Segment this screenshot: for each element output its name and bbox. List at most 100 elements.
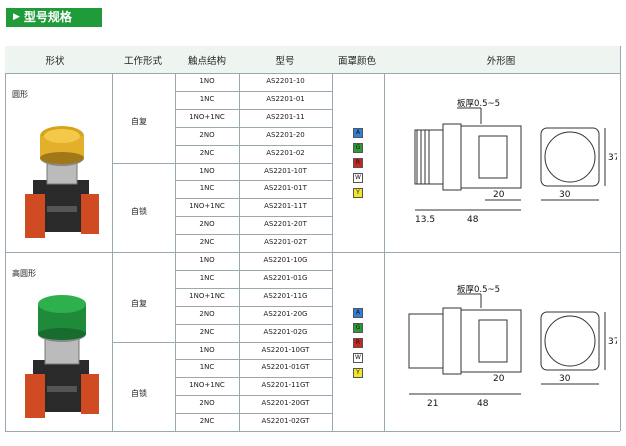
- row-divider: [175, 413, 332, 415]
- model-cell: AS2201-10T: [264, 166, 307, 175]
- dim-height: 37: [608, 153, 617, 163]
- contact-cell: 2NC: [199, 417, 215, 426]
- contact-cell: 1NO+1NC: [189, 202, 225, 211]
- model-cell: AS2201-11G: [263, 291, 308, 300]
- row-divider: [175, 305, 332, 307]
- model-cell: AS2201-01G: [263, 273, 308, 282]
- mode-label: 自复: [131, 299, 147, 308]
- header-contacts: 触点结构: [187, 56, 227, 67]
- contact-cell: 1NO+1NC: [189, 291, 225, 300]
- model-cell: AS2201-02T: [264, 238, 307, 247]
- contact-cell: 2NC: [199, 238, 215, 247]
- contact-cell: 1NO: [199, 256, 215, 264]
- contact-cell: 2NO: [199, 309, 215, 318]
- dim-width: 30: [559, 374, 571, 384]
- contact-cell: 2NO: [199, 399, 215, 408]
- row-divider: [112, 341, 332, 343]
- model-cell: AS2201-20: [266, 130, 305, 139]
- row-divider: [112, 162, 332, 164]
- row-divider: [175, 287, 332, 289]
- model-cell: AS2201-20G: [263, 309, 308, 318]
- button-photo-high-round: [25, 295, 99, 418]
- contact-cell: 1NC: [199, 363, 215, 372]
- model-cell: AS2201-01: [266, 94, 305, 103]
- model-cell: AS2201-10: [266, 77, 305, 85]
- row-divider: [175, 180, 332, 182]
- color-swatch: W: [353, 353, 363, 363]
- header-outline: 外形图: [486, 56, 516, 67]
- color-swatch: A: [353, 308, 363, 318]
- dim-width: 30: [559, 190, 571, 200]
- model-cell: AS2201-10GT: [261, 345, 310, 354]
- contact-cell: 1NC: [199, 94, 215, 103]
- row-divider: [175, 234, 332, 236]
- header-model: 型号: [275, 56, 295, 67]
- column-divider: [112, 46, 113, 431]
- contact-cell: 1NC: [199, 184, 215, 193]
- mode-label: 自复: [131, 117, 147, 126]
- contact-cell: 2NC: [199, 327, 215, 336]
- color-swatch: R: [353, 158, 363, 168]
- row-divider: [175, 269, 332, 271]
- model-cell: AS2201-20GT: [261, 399, 310, 408]
- color-swatch: Y: [353, 188, 363, 198]
- header-shape: 形状: [45, 56, 65, 67]
- contact-cell: 1NC: [199, 273, 215, 282]
- column-divider: [332, 46, 333, 431]
- row-divider: [175, 323, 332, 325]
- row-divider: [175, 126, 332, 128]
- dim-length: 48: [467, 215, 479, 225]
- model-cell: AS2201-02G: [263, 327, 308, 336]
- model-cell: AS2201-20T: [264, 220, 307, 229]
- dim-front: 13.5: [415, 215, 435, 225]
- triangle-icon: ▶: [13, 12, 20, 22]
- model-cell: AS2201-11: [266, 112, 305, 121]
- color-swatch: G: [353, 323, 363, 333]
- color-swatch: G: [353, 143, 363, 153]
- row-divider: [175, 144, 332, 146]
- group-divider: [5, 431, 620, 432]
- model-cell: AS2201-11T: [264, 202, 307, 211]
- color-swatch: A: [353, 128, 363, 138]
- shape-label: 圆形: [12, 90, 28, 99]
- button-photo-round: [25, 126, 99, 238]
- color-swatch: R: [353, 338, 363, 348]
- model-cell: AS2201-11GT: [261, 381, 310, 390]
- row-divider: [175, 108, 332, 110]
- model-cell: AS2201-02: [266, 148, 305, 157]
- header-row: [5, 46, 620, 73]
- outline-drawing-high-round: 板厚0.5~5 37 48 20 21 30: [408, 284, 617, 409]
- table-border: [620, 46, 621, 431]
- contact-cell: 1NO: [199, 166, 215, 175]
- color-swatch: W: [353, 173, 363, 183]
- mode-label: 自锁: [131, 389, 147, 398]
- dim-depth: 20: [493, 374, 505, 384]
- row-divider: [175, 216, 332, 218]
- section-title: 型号规格: [23, 10, 72, 24]
- column-divider: [384, 46, 385, 431]
- section-banner: ▶型号规格: [6, 8, 102, 27]
- mode-label: 自锁: [131, 207, 147, 216]
- header-divider: [5, 73, 620, 74]
- contact-cell: 2NC: [199, 148, 215, 157]
- header-cover-color: 面罩颜色: [337, 56, 377, 67]
- header-work-mode: 工作形式: [123, 56, 163, 67]
- column-divider: [239, 46, 240, 431]
- contact-cell: 2NO: [199, 220, 215, 229]
- shape-label: 高圆形: [12, 269, 36, 278]
- dim-depth: 20: [493, 190, 505, 200]
- model-cell: AS2201-01GT: [261, 363, 310, 372]
- model-cell: AS2201-02GT: [261, 417, 310, 426]
- contact-cell: 1NO+1NC: [189, 112, 225, 121]
- dim-panel-thickness: 板厚0.5~5: [457, 98, 500, 109]
- color-swatch: Y: [353, 368, 363, 378]
- contact-cell: 2NO: [199, 130, 215, 139]
- outline-drawing-round: 板厚0.5~5 37 48 20 13.5 30: [414, 98, 617, 225]
- model-cell: AS2201-01T: [264, 184, 307, 193]
- row-divider: [175, 90, 332, 92]
- dim-front: 21: [427, 399, 438, 409]
- dim-length: 48: [477, 399, 489, 409]
- dim-panel-thickness: 板厚0.5~5: [457, 284, 500, 295]
- group-divider: [5, 252, 620, 253]
- table-border: [5, 46, 6, 431]
